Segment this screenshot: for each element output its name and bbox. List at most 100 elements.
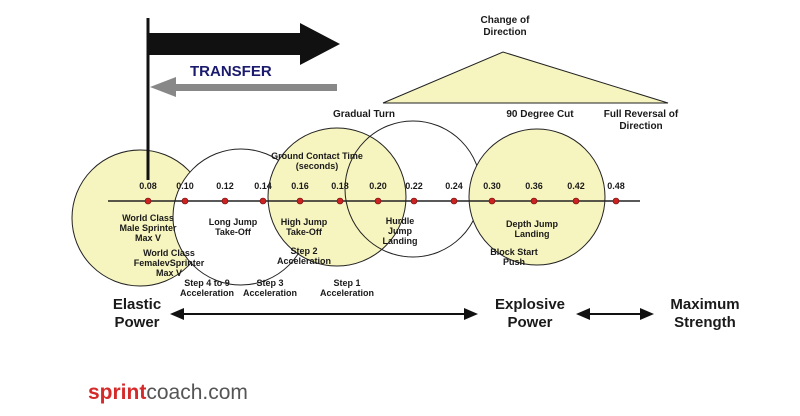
ground-contact-time-title: Ground Contact Time(seconds) — [271, 151, 363, 171]
tick-dot — [296, 197, 304, 205]
tick-label: 0.36 — [525, 181, 543, 191]
tick-label: 0.22 — [405, 181, 423, 191]
text-line: Male Sprinter — [119, 223, 177, 233]
text-line: Acceleration — [277, 256, 331, 266]
tick-dot — [450, 197, 458, 205]
text-line: Landing — [383, 236, 418, 246]
text-line: FemalevSprinter — [134, 258, 205, 268]
brand-part-coach: coach.com — [146, 381, 248, 404]
text-line: Max V — [156, 268, 182, 278]
circle-explosive — [468, 128, 606, 266]
tick-dot — [374, 197, 382, 205]
continuum-arrows — [170, 308, 654, 320]
transfer-label: TRANSFER — [190, 63, 272, 80]
text-line: Block Start — [490, 247, 538, 257]
tick-label: 0.18 — [331, 181, 349, 191]
text-line: Acceleration — [243, 288, 297, 298]
tick-dot — [336, 197, 344, 205]
text-line: Power — [507, 314, 552, 331]
cut-90-label: 90 Degree Cut — [506, 109, 574, 120]
text-line: Gradual Turn — [333, 109, 395, 120]
text-line: Maximum — [670, 296, 739, 313]
tick-label: 0.12 — [216, 181, 234, 191]
text-line: Push — [503, 257, 525, 267]
tick-label: 0.48 — [607, 181, 625, 191]
text-line: Step 3 — [256, 278, 283, 288]
tick-label: 0.10 — [176, 181, 194, 191]
black-arrow-head — [300, 23, 340, 65]
tick-dot — [181, 197, 189, 205]
change-of-direction-triangle — [382, 51, 669, 104]
tick-dots — [144, 197, 620, 205]
explosive-arrowhead — [464, 308, 478, 320]
tick-label: 0.30 — [483, 181, 501, 191]
text-line: 90 Degree Cut — [506, 109, 574, 120]
brand-part-sprint: sprint — [88, 381, 146, 404]
text-line: (seconds) — [296, 161, 339, 171]
tick-dot — [488, 197, 496, 205]
gray-arrow-shaft — [172, 84, 337, 91]
text-line: Change of — [481, 15, 531, 26]
text-line: Full Reversal of — [604, 109, 679, 120]
tick-dot — [259, 197, 267, 205]
text-line: Strength — [674, 314, 736, 331]
text-line: World Class — [143, 248, 195, 258]
text-line: Direction — [483, 27, 526, 38]
tick-label: 0.42 — [567, 181, 585, 191]
tick-label: 0.20 — [369, 181, 387, 191]
text-line: Max V — [135, 233, 161, 243]
text-line: Long Jump — [209, 217, 258, 227]
text-line: Take-Off — [215, 227, 252, 237]
text-line: Hurdle — [386, 216, 415, 226]
tick-dot — [221, 197, 229, 205]
transfer-arrows — [146, 18, 340, 180]
black-arrow-shaft — [148, 33, 303, 55]
text-line: Elastic — [113, 296, 161, 313]
circles — [71, 120, 606, 287]
text-line: Direction — [619, 121, 662, 132]
text-line: Power — [114, 314, 159, 331]
tick-dot — [410, 197, 418, 205]
text-line: Acceleration — [180, 288, 234, 298]
text-line: Ground Contact Time — [271, 151, 363, 161]
text-line: Jump — [388, 226, 413, 236]
tick-label: 0.24 — [445, 181, 463, 191]
elastic-arrowhead — [170, 308, 184, 320]
tick-dot — [612, 197, 620, 205]
maximum-arrowhead — [640, 308, 654, 320]
tick-dot — [530, 197, 538, 205]
tick-label: 0.16 — [291, 181, 309, 191]
text-line: Step 1 — [333, 278, 360, 288]
tick-label: 0.08 — [139, 181, 157, 191]
tick-labels: 0.08 0.10 0.12 0.14 0.16 0.18 0.20 0.22 0.24 0.30… — [139, 181, 625, 191]
text-line: Depth Jump — [506, 219, 559, 229]
tick-label: 0.14 — [254, 181, 272, 191]
text-line: Explosive — [495, 296, 565, 313]
text-line: Take-Off — [286, 227, 323, 237]
tick-dot — [572, 197, 580, 205]
text-line: World Class — [122, 213, 174, 223]
explosive-side-arrowhead — [576, 308, 590, 320]
text-line: High Jump — [281, 217, 328, 227]
text-line: Step 2 — [290, 246, 317, 256]
text-line: Acceleration — [320, 288, 374, 298]
tick-dot — [144, 197, 152, 205]
gradual-turn-label: Gradual Turn — [333, 109, 395, 120]
